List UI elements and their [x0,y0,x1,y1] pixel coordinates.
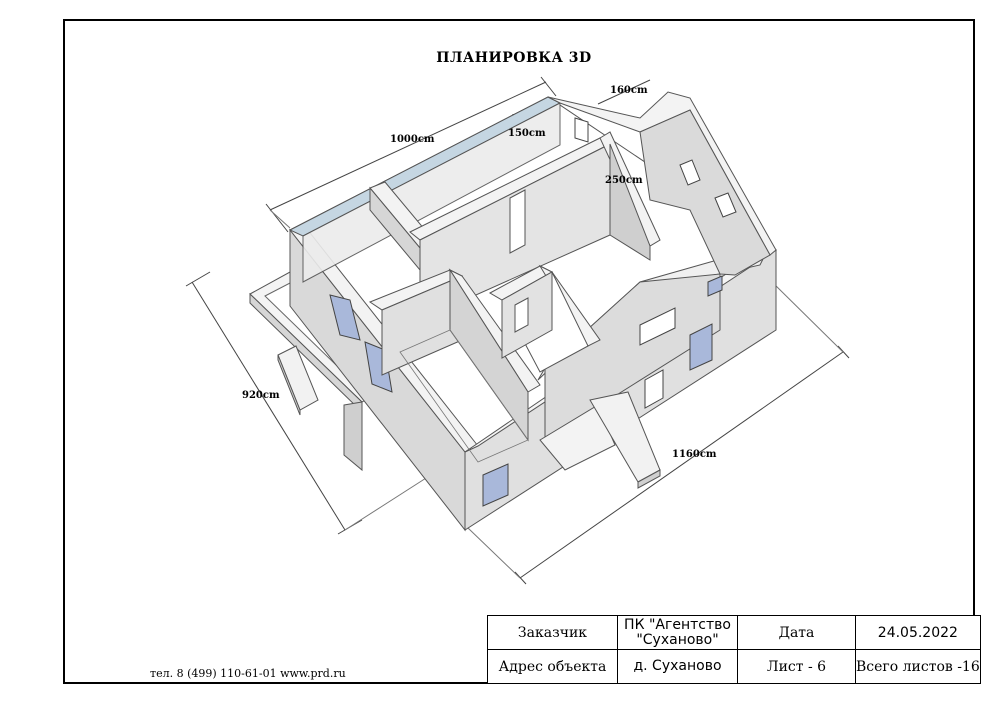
customer-line-2: "Суханово" [636,631,719,648]
dim-label-920: 920cm [242,390,280,401]
dim-label-250: 250cm [605,175,643,186]
customer-label: Заказчик [487,615,618,650]
dim-line-1000 [269,81,547,211]
date-label: Дата [737,615,856,650]
front-door [644,369,664,409]
dim-label-160: 160cm [610,85,648,96]
customer-value: ПК "Агентство "Суханово" [617,615,738,650]
window-front-1 [689,323,713,371]
right-gable-face [639,109,771,276]
gable-window [639,307,676,346]
date-value: 24.05.2022 [855,615,981,650]
sheet-title: ПЛАНИРОВКА 3D [436,50,592,66]
window-left-1 [329,294,361,341]
address-value: д. Суханово [617,649,738,684]
window-front-2 [482,463,509,507]
dim-line-160 [597,79,651,105]
address-label: Адрес объекта [487,649,618,684]
dim-label-1160: 1160cm [672,449,717,460]
front-porch [539,404,616,471]
dim-label-150: 150cm [508,128,546,139]
right-gable-top [547,91,777,256]
front-gable-face [544,273,721,441]
total-sheets: Всего листов -16 [855,649,981,684]
sheet-number: Лист - 6 [737,649,856,684]
customer-line-1: ПК "Агентство [624,616,731,633]
dim-line-920 [191,281,346,531]
contact-info: тел. 8 (499) 110-61-01 www.prd.ru [150,667,346,680]
title-block: Заказчик ПК "Агентство "Суханово" Дата 2… [487,615,981,684]
dim-line-1160 [519,351,844,579]
dim-label-1000: 1000cm [390,134,435,145]
